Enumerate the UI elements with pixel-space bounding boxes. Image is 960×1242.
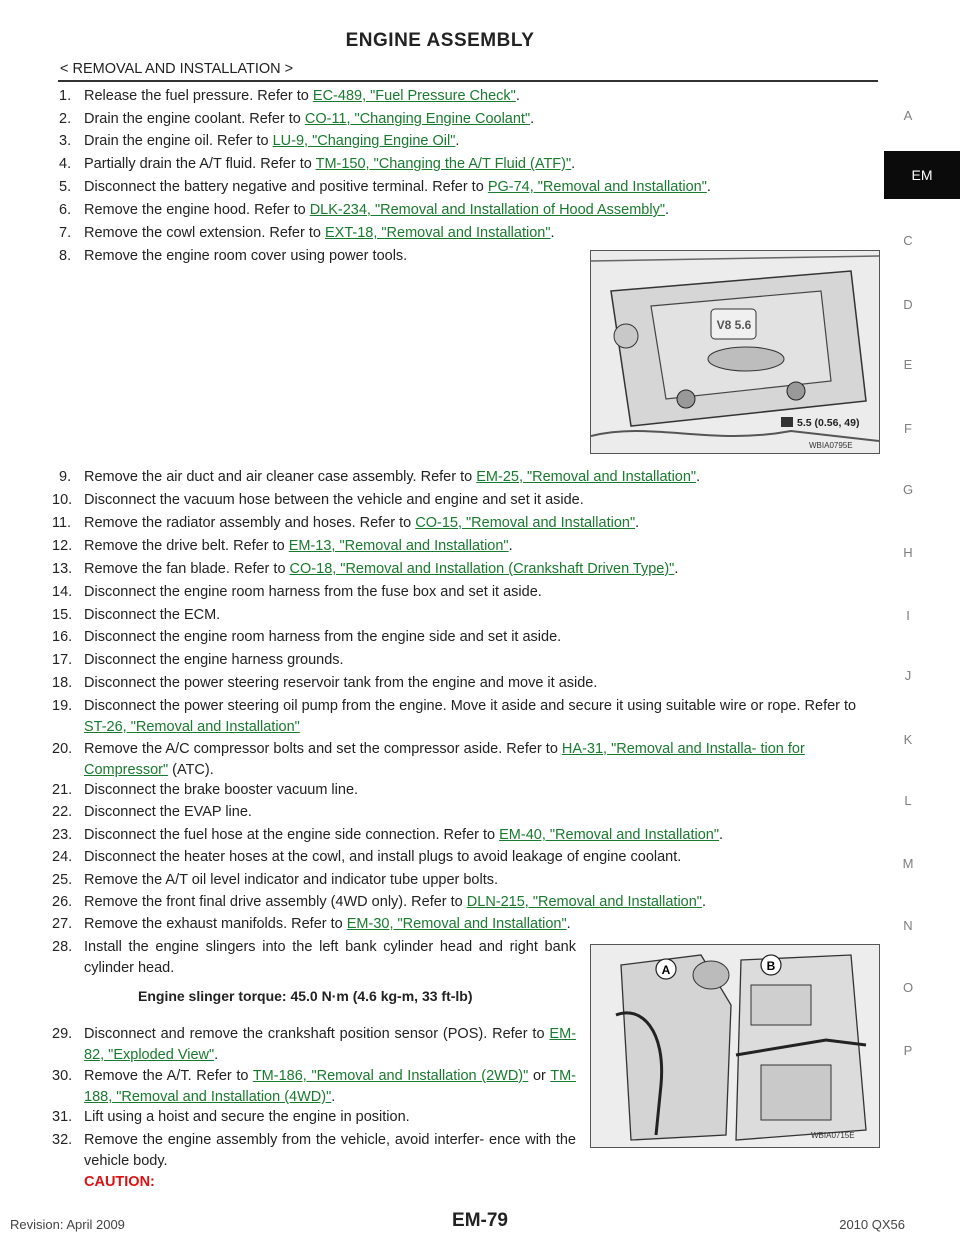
section-tab-em-active[interactable]: EM xyxy=(884,151,960,199)
step-19: 19.Disconnect the power steering oil pum… xyxy=(52,698,857,735)
ref-link[interactable]: EXT-18, "Removal and Installation" xyxy=(324,225,551,241)
section-tab-f[interactable]: F xyxy=(904,421,912,436)
model-year: 2010 QX56 xyxy=(839,1217,905,1232)
ref-link[interactable]: ST-26, "Removal and Installation" xyxy=(84,719,300,735)
ref-link[interactable]: EM-82, "Exploded View" xyxy=(84,1026,576,1063)
ref-link[interactable]: EC-489, "Fuel Pressure Check" xyxy=(312,88,516,104)
callout-a: A xyxy=(662,963,671,977)
ref-link[interactable]: LU-9, "Changing Engine Oil" xyxy=(272,133,456,149)
section-tab-g[interactable]: G xyxy=(902,482,914,497)
ref-link[interactable]: DLN-215, "Removal and Installation" xyxy=(466,894,702,910)
section-tab-o[interactable]: O xyxy=(902,980,914,995)
ref-link[interactable]: EM-13, "Removal and Installation" xyxy=(288,538,509,554)
ref-link[interactable]: CO-15, "Removal and Installation" xyxy=(415,515,636,531)
ref-link[interactable]: EM-25, "Removal and Installation" xyxy=(476,469,697,485)
step-17: 17.Disconnect the engine harness grounds… xyxy=(52,652,344,668)
section-tab-k[interactable]: K xyxy=(903,732,913,747)
ref-link[interactable]: TM-186, "Removal and Installation (2WD)" xyxy=(252,1068,529,1084)
step-8: 8.Remove the engine room cover using pow… xyxy=(59,248,408,264)
ref-link[interactable]: TM-188, "Removal and Installation (4WD)" xyxy=(84,1068,576,1105)
step-21: 21.Disconnect the brake booster vacuum l… xyxy=(52,782,359,798)
step-11: 11.Remove the radiator assembly and hose… xyxy=(52,515,640,531)
step-4: 4.Partially drain the A/T fluid. Refer t… xyxy=(59,156,576,172)
section-tab-p[interactable]: P xyxy=(903,1043,913,1058)
ref-link[interactable]: DLK-234, "Removal and Installation of Ho… xyxy=(309,202,665,218)
step-25: 25.Remove the A/T oil level indicator an… xyxy=(52,872,499,888)
step-20: 20.Remove the A/C compressor bolts and s… xyxy=(52,741,805,778)
section-tab-n[interactable]: N xyxy=(903,918,913,933)
figure-code: WBIA0715E xyxy=(811,1131,855,1140)
engine-slinger-figure: A B WBIA0715E xyxy=(590,944,880,1148)
step-31: 31.Lift using a hoist and secure the eng… xyxy=(52,1109,410,1125)
section-tab-m[interactable]: M xyxy=(902,856,914,871)
header-rule xyxy=(58,80,878,82)
step-30: 30.Remove the A/T. Refer to TM-186, "Rem… xyxy=(52,1068,576,1105)
section-tab-h[interactable]: H xyxy=(903,545,913,560)
engine-cover-figure: V8 5.6 5.5 (0.56, 49) WBIA0795E xyxy=(590,250,880,454)
cover-bolt-torque: 5.5 (0.56, 49) xyxy=(781,417,859,429)
engine-badge: V8 5.6 xyxy=(717,318,752,332)
ref-link[interactable]: CO-11, "Changing Engine Coolant" xyxy=(304,111,531,127)
ref-link[interactable]: PG-74, "Removal and Installation" xyxy=(487,179,707,195)
step-15: 15.Disconnect the ECM. xyxy=(52,607,221,623)
step-6: 6.Remove the engine hood. Refer to DLK-2… xyxy=(59,202,669,218)
section-tab-d[interactable]: D xyxy=(903,297,913,312)
page-title: ENGINE ASSEMBLY xyxy=(345,30,535,51)
step-28: 28.Install the engine slingers into the … xyxy=(52,939,576,976)
ref-link[interactable]: TM-150, "Changing the A/T Fluid (ATF)" xyxy=(315,156,572,172)
ref-link[interactable]: CO-18, "Removal and Installation (Cranks… xyxy=(289,561,675,577)
step-3: 3.Drain the engine oil. Refer to LU-9, "… xyxy=(59,133,460,149)
step-32: 32.Remove the engine assembly from the v… xyxy=(52,1132,576,1190)
step-18: 18.Disconnect the power steering reservo… xyxy=(52,675,598,691)
step-7: 7.Remove the cowl extension. Refer to EX… xyxy=(59,225,555,241)
section-tab-c[interactable]: C xyxy=(903,233,913,248)
step-24: 24.Disconnect the heater hoses at the co… xyxy=(52,849,682,865)
page-number: EM-79 xyxy=(452,1210,508,1231)
ref-link[interactable]: HA-31, "Removal and Installa- tion for C… xyxy=(84,741,805,778)
step-13: 13.Remove the fan blade. Refer to CO-18,… xyxy=(52,561,679,577)
engine-slinger-torque-spec: Engine slinger torque: 45.0 N·m (4.6 kg-… xyxy=(138,988,473,1004)
revision-date: Revision: April 2009 xyxy=(10,1217,125,1232)
torque-wrench-icon xyxy=(781,417,793,427)
section-tab-i[interactable]: I xyxy=(906,608,910,623)
breadcrumb: < REMOVAL AND INSTALLATION > xyxy=(60,61,294,77)
step-1: 1.Release the fuel pressure. Refer to EC… xyxy=(59,88,520,104)
ref-link[interactable]: EM-30, "Removal and Installation" xyxy=(346,916,567,932)
step-26: 26.Remove the front final drive assembly… xyxy=(52,894,706,910)
step-23: 23.Disconnect the fuel hose at the engin… xyxy=(52,827,724,843)
section-tab-e[interactable]: E xyxy=(903,357,913,372)
caution-label: CAUTION: xyxy=(84,1174,155,1190)
figure-code: WBIA0795E xyxy=(809,441,853,450)
section-tab-a[interactable]: A xyxy=(903,108,913,123)
step-9: 9.Remove the air duct and air cleaner ca… xyxy=(59,469,701,485)
step-27: 27.Remove the exhaust manifolds. Refer t… xyxy=(52,916,571,932)
step-29: 29.Disconnect and remove the crankshaft … xyxy=(52,1026,576,1063)
step-12: 12.Remove the drive belt. Refer to EM-13… xyxy=(52,538,513,554)
step-14: 14.Disconnect the engine room harness fr… xyxy=(52,584,542,600)
section-tab-l[interactable]: L xyxy=(904,793,912,808)
section-tab-j[interactable]: J xyxy=(904,668,912,683)
step-10: 10.Disconnect the vacuum hose between th… xyxy=(52,492,584,508)
step-5: 5.Disconnect the battery negative and po… xyxy=(59,179,711,195)
step-16: 16.Disconnect the engine room harness fr… xyxy=(52,629,562,645)
callout-b: B xyxy=(767,959,776,973)
engine-cover-illustration: V8 5.6 xyxy=(591,251,879,453)
step-2: 2.Drain the engine coolant. Refer to CO-… xyxy=(59,111,535,127)
step-22: 22.Disconnect the EVAP line. xyxy=(52,804,252,820)
ref-link[interactable]: EM-40, "Removal and Installation" xyxy=(499,827,719,843)
engine-slinger-illustration: A B xyxy=(591,945,879,1147)
